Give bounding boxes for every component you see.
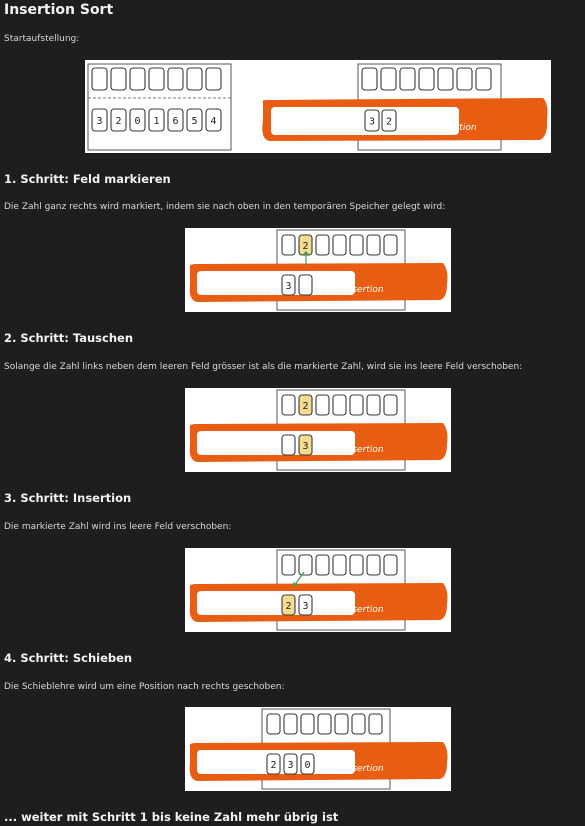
cell-number: 3 — [285, 281, 291, 292]
array-cell — [364, 109, 380, 132]
array-cell — [300, 713, 315, 735]
cell-number: 2 — [115, 116, 121, 127]
array-cell — [349, 234, 364, 256]
array-cell — [300, 753, 315, 775]
step4-heading: 4. Schritt: Schieben — [4, 651, 133, 665]
array-cell — [266, 713, 281, 735]
insertion-label-1: Insertion — [344, 285, 384, 295]
array-cell — [281, 234, 296, 256]
array-cell — [148, 108, 165, 132]
cell-number: 3 — [302, 601, 308, 612]
step1-figure: 2 3 Insertion — [185, 228, 451, 312]
array-cell — [366, 554, 381, 576]
array-cell — [298, 554, 313, 576]
array-cell — [281, 274, 296, 296]
array-cell — [129, 108, 146, 132]
array-cell — [281, 434, 296, 456]
array-cell — [315, 234, 330, 256]
step3-text: Die markierte Zahl wird ins leere Feld v… — [4, 522, 232, 532]
array-cell — [110, 108, 127, 132]
array-cell — [298, 394, 313, 416]
array-cell — [380, 67, 397, 91]
intro-text: Startaufstellung: — [4, 34, 80, 44]
array-cell — [366, 394, 381, 416]
array-cell — [383, 554, 398, 576]
step1-text: Die Zahl ganz rechts wird markiert, inde… — [4, 202, 446, 212]
array-cell — [381, 109, 397, 132]
array-cell — [437, 67, 454, 91]
array-cell — [368, 713, 383, 735]
step1-heading: 1. Schritt: Feld markieren — [4, 172, 171, 186]
array-cell — [366, 234, 381, 256]
insertion-label-3: Insertion — [344, 605, 384, 615]
cell-number: 1 — [153, 116, 159, 127]
array-cell — [205, 67, 222, 91]
cell-number: 2 — [302, 401, 308, 412]
array-cell — [283, 753, 298, 775]
array-cell — [315, 554, 330, 576]
array-cell — [298, 594, 313, 616]
array-cell — [334, 713, 349, 735]
cell-number: 3 — [96, 116, 102, 127]
array-cell — [317, 713, 332, 735]
array-cell — [148, 67, 165, 91]
array-cell — [456, 67, 473, 91]
array-cell — [186, 67, 203, 91]
cell-number: 5 — [191, 116, 197, 127]
page-title: Insertion Sort — [4, 2, 114, 18]
array-cell — [361, 67, 378, 91]
array-cell — [475, 67, 492, 91]
array-cell — [167, 108, 184, 132]
array-cell — [418, 67, 435, 91]
insertion-label: Insertion — [437, 123, 477, 133]
cell-number: 0 — [304, 760, 310, 771]
array-cell — [110, 67, 127, 91]
insertion-label-4: Insertion — [344, 764, 384, 774]
step4-text: Die Schieblehre wird um eine Position na… — [4, 682, 285, 692]
cell-number: 2 — [302, 241, 308, 252]
array-cell — [298, 434, 313, 456]
array-cell — [91, 67, 108, 91]
step2-heading: 2. Schritt: Tauschen — [4, 331, 134, 345]
array-cell — [332, 234, 347, 256]
cell-number: 3 — [302, 441, 308, 452]
step2-text: Solange die Zahl links neben dem leeren … — [4, 362, 523, 372]
array-cell — [205, 108, 222, 132]
step3-heading: 3. Schritt: Insertion — [4, 491, 132, 505]
array-cell — [332, 554, 347, 576]
cell-number: 2 — [270, 760, 276, 771]
array-cell — [281, 554, 296, 576]
insertion-label-2: Insertion — [344, 445, 384, 455]
array-cell — [332, 394, 347, 416]
array-cell — [315, 394, 330, 416]
array-cell — [351, 713, 366, 735]
array-cell — [283, 713, 298, 735]
array-cell — [383, 394, 398, 416]
array-cell — [399, 67, 416, 91]
array-cell — [91, 108, 108, 132]
cell-number: 0 — [134, 116, 140, 127]
array-cell — [349, 394, 364, 416]
step2-figure: 2 3 Insertion — [185, 388, 451, 472]
cell-number: 2 — [285, 601, 291, 612]
array-cell — [266, 753, 281, 775]
array-cell — [281, 594, 296, 616]
array-cell — [186, 108, 203, 132]
array-cell — [281, 394, 296, 416]
array-cell — [349, 554, 364, 576]
cell-number: 3 — [369, 117, 375, 128]
array-cell — [383, 234, 398, 256]
cell-number: 2 — [386, 117, 392, 128]
array-cell — [167, 67, 184, 91]
cell-number: 3 — [287, 760, 293, 771]
array-cell — [129, 67, 146, 91]
cell-number: 6 — [172, 116, 178, 127]
footer-text: ... weiter mit Schritt 1 bis keine Zahl … — [4, 810, 339, 824]
array-cell — [298, 274, 313, 296]
cell-number: 4 — [210, 116, 216, 127]
